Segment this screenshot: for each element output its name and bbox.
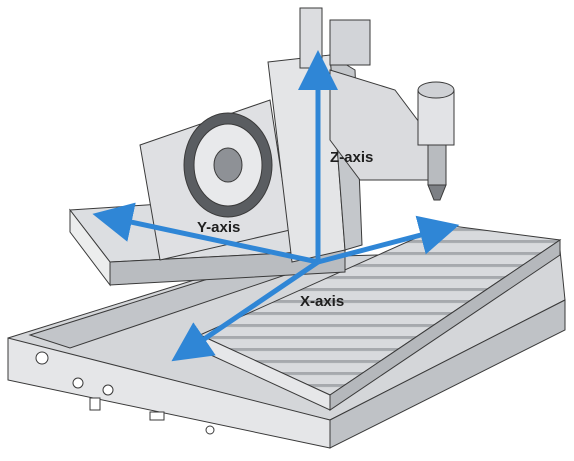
y-axis-arrow <box>92 202 319 265</box>
x-axis-arrow-right <box>317 215 460 265</box>
spindle-head <box>329 69 455 201</box>
z-axis-label: Z-axis <box>330 149 373 166</box>
base-holes <box>35 351 215 435</box>
y-axis-label: Y-axis <box>197 219 240 236</box>
work-table <box>198 224 562 411</box>
x-axis-arrow-left <box>171 259 320 362</box>
axis-arrows <box>92 50 460 362</box>
x-axis-label: X-axis <box>300 293 344 310</box>
